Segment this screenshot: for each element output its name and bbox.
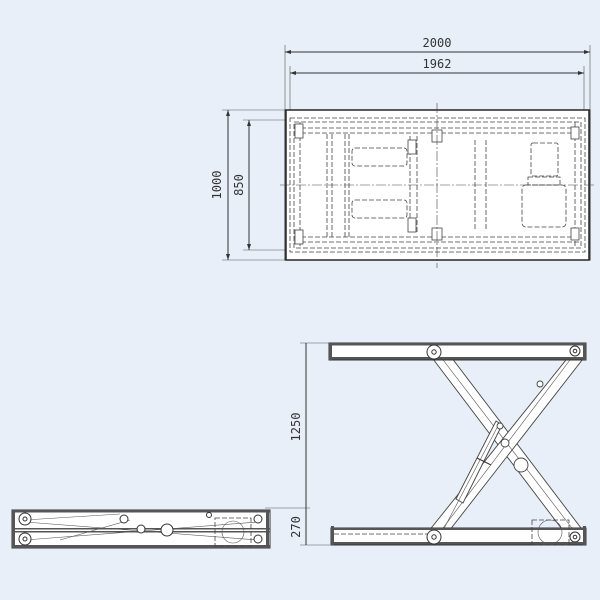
dimension-label-width: 1000 [210, 171, 224, 200]
dimension-label-length: 2000 [423, 36, 452, 50]
dimension-1250: 1250 [289, 342, 330, 508]
dimension-2000: 2000 [284, 36, 591, 110]
dimension-label-min-height: 270 [289, 516, 303, 538]
dimension-1000: 1000 [210, 109, 285, 261]
pivot-pins [426, 344, 581, 545]
dimension-850: 850 [232, 119, 292, 251]
dimension-label-inner-length: 1962 [423, 57, 452, 71]
dimension-label-inner-width: 850 [232, 174, 246, 196]
top-view: 2000 1962 1000 850 [210, 36, 595, 268]
side-view-lowered [11, 509, 271, 549]
hydraulic-cylinder [439, 420, 503, 537]
dimension-1962: 1962 [289, 57, 585, 115]
dimension-label-max-height: 1250 [289, 413, 303, 442]
side-view-raised: 1250 270 [265, 342, 587, 546]
dimension-270: 270 [265, 507, 330, 546]
